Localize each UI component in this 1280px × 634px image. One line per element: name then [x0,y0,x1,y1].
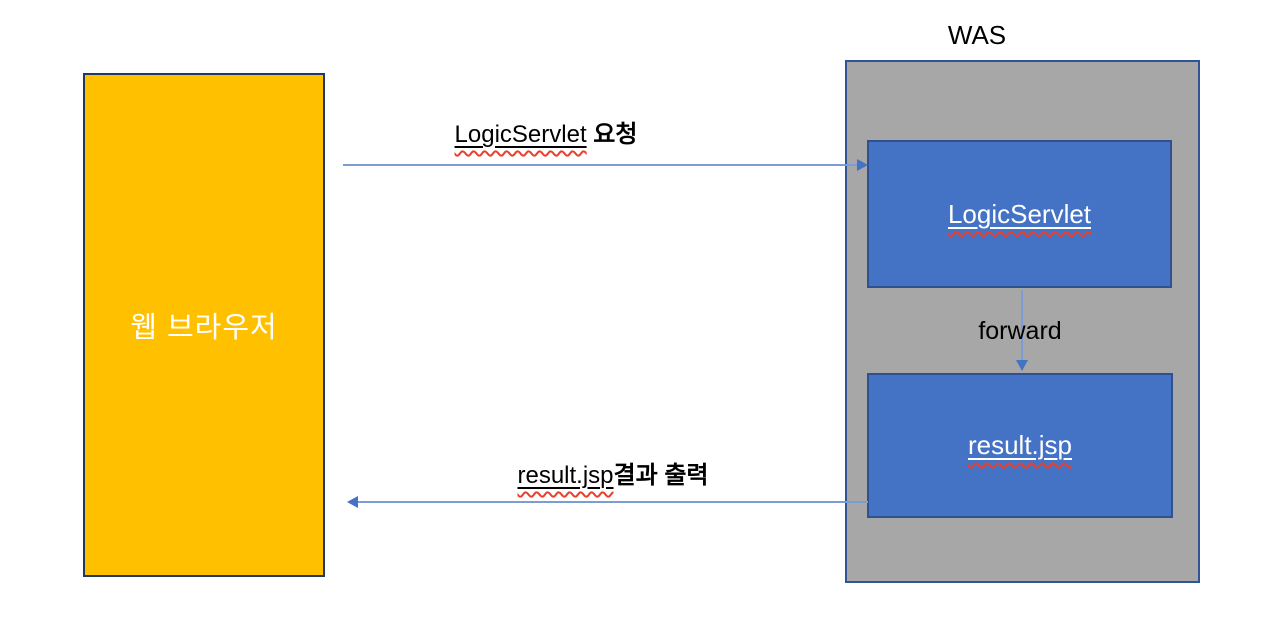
response-label-squiggle: result.jsp [517,462,613,489]
logicservlet-box: LogicServlet [867,140,1172,288]
resultjsp-label: result.jsp [967,430,1073,460]
response-arrow-line [358,501,868,503]
forward-arrowhead-icon [1016,360,1028,371]
forward-arrow-label: forward [978,317,1062,345]
response-label-rest: 결과 출력 [613,462,709,489]
request-arrow-line [343,164,857,166]
resultjsp-label-squiggle: result.jsp [968,430,1072,461]
resultjsp-box: result.jsp [867,373,1173,518]
request-label-rest: 요청 [586,121,638,148]
request-arrowhead-icon [857,159,868,171]
response-arrowhead-icon [347,496,358,508]
web-browser-label: 웹 브라우저 [130,312,278,344]
request-label-squiggle: LogicServlet [455,121,587,148]
was-title-label: WAS [947,20,1007,50]
logicservlet-label: LogicServlet [947,198,1092,229]
forward-arrow-line [1021,290,1023,362]
response-arrow-label: result.jsp결과 출력 [517,455,708,490]
response-label-underlined: result.jsp [517,462,614,489]
request-arrow-label: LogicServlet 요청 [455,114,638,149]
logicservlet-label-squiggle: LogicServlet [948,199,1091,230]
web-browser-box: 웹 브라우저 [83,73,325,577]
request-label-underlined: LogicServlet [454,121,587,148]
